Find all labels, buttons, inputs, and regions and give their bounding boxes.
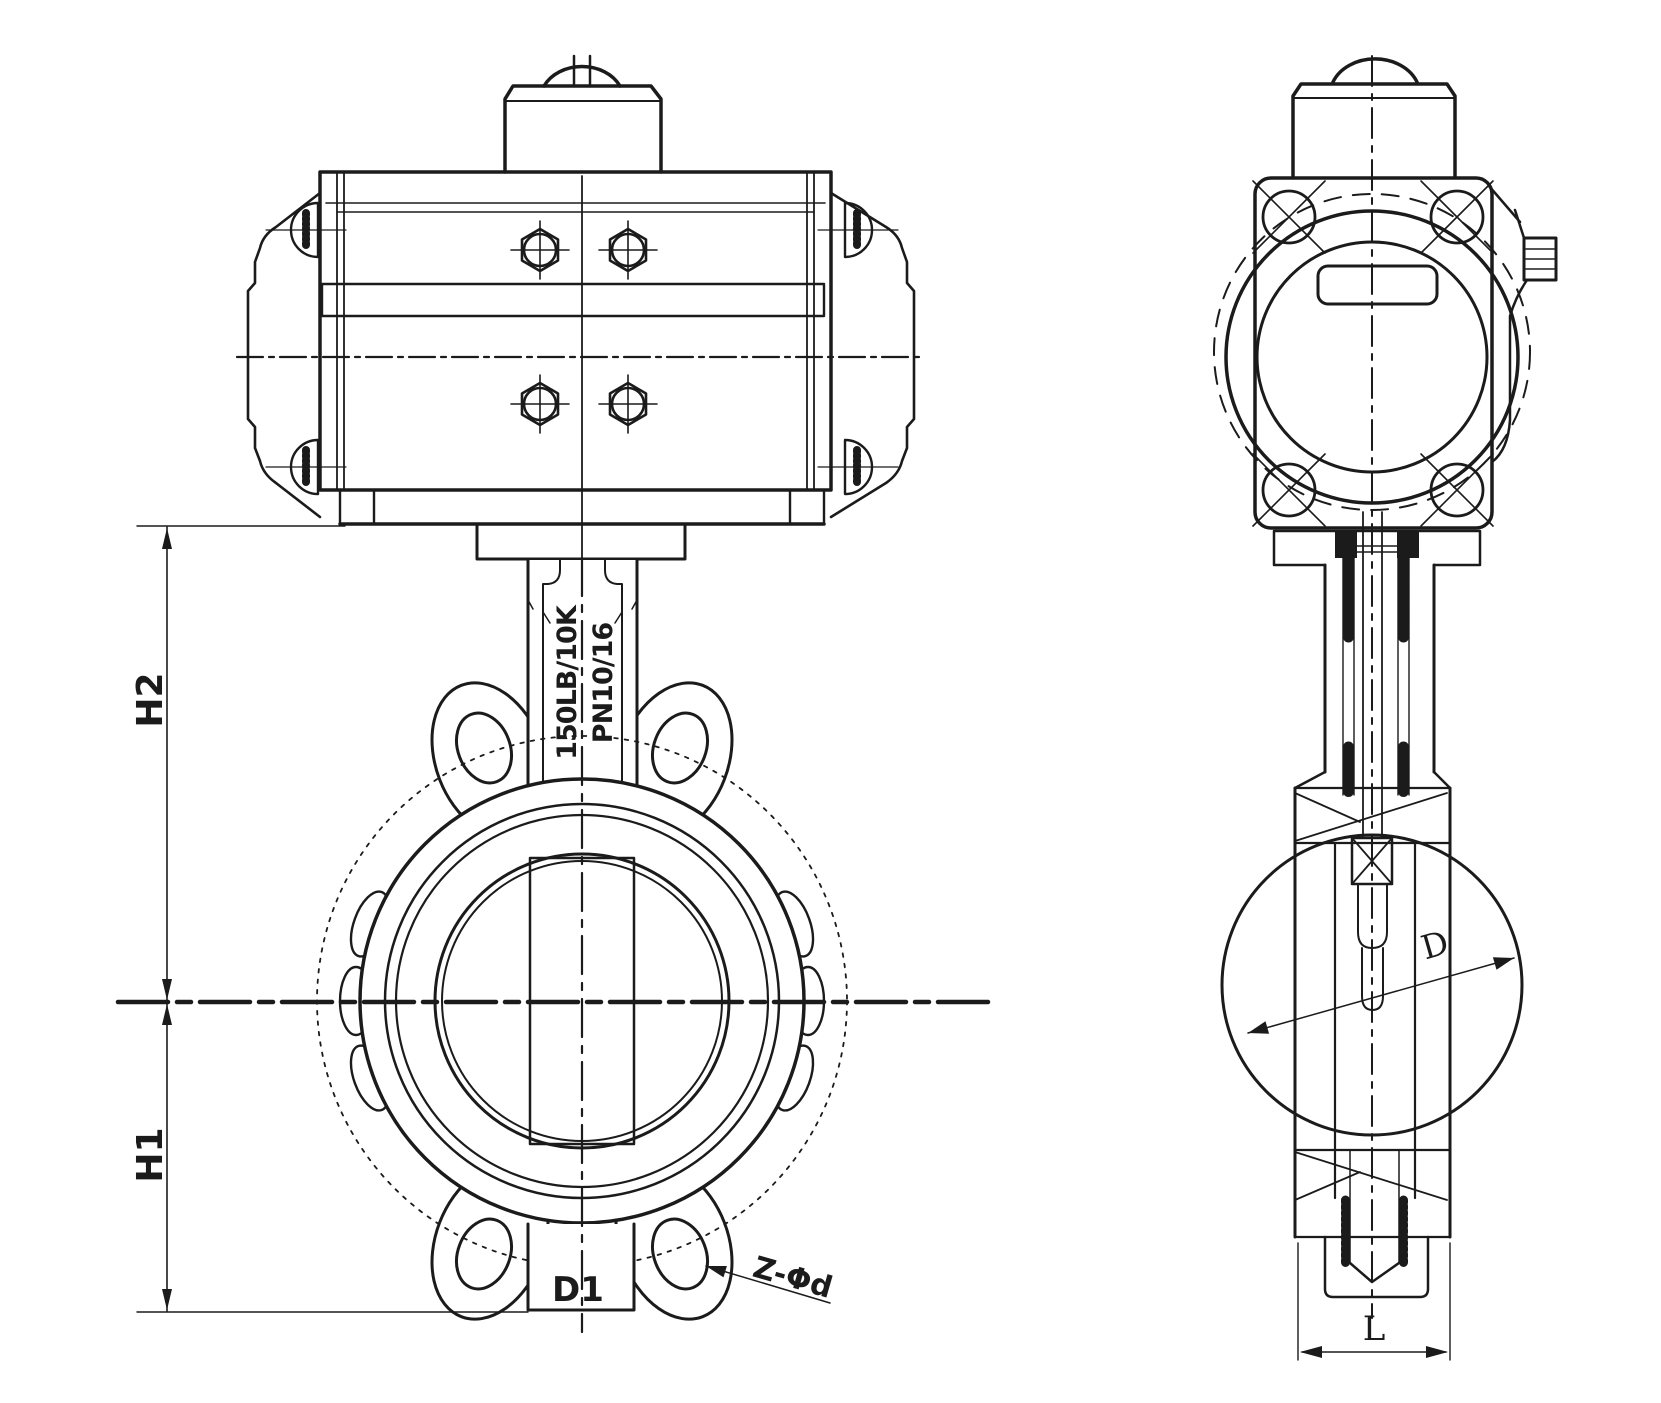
stem-end-threads — [1341, 1195, 1408, 1268]
dimension-label-d1: D1 — [552, 1270, 604, 1310]
actuator-left-end-cap — [246, 191, 322, 519]
actuator-dome-side — [1331, 57, 1419, 84]
actuator-top-cap-side — [1291, 82, 1457, 180]
position-indicator — [572, 54, 592, 86]
body-outer-walls — [1293, 786, 1452, 1239]
neck-marking-pressure-class: 150LB/10K — [552, 604, 583, 760]
extension-lines-l — [1297, 1242, 1451, 1361]
pneumatic-actuator-side — [1213, 57, 1558, 530]
dimension-arrowheads — [162, 528, 172, 1310]
end-cap-nut — [265, 201, 899, 496]
dimension-label-d: D — [1417, 923, 1453, 968]
bottom-cover — [1323, 1235, 1430, 1299]
tie-rod-section — [1342, 557, 1410, 796]
dimension-label-l: L — [1363, 1309, 1386, 1349]
packing-gland-right — [1397, 532, 1419, 558]
actuator-end-plate — [1253, 176, 1494, 530]
air-fitting — [1487, 184, 1558, 464]
actuator-top-cap — [503, 84, 663, 174]
actuator-right-end-cap — [829, 191, 916, 519]
neck-walls — [1323, 563, 1436, 774]
actuator-body — [318, 170, 833, 492]
end-plate-screw — [1252, 180, 1494, 527]
actuator-dome — [542, 64, 622, 88]
pneumatic-actuator-front — [246, 54, 916, 561]
dimension-line-d — [1247, 957, 1515, 1034]
body-inner-walls — [1333, 841, 1417, 1200]
tie-rod-lines — [336, 171, 815, 491]
side-view — [1213, 55, 1558, 1361]
dimensions-side — [1247, 957, 1515, 1361]
dimension-label-z-phi-d: Z-Φd — [749, 1250, 836, 1306]
valve-body-side — [1220, 786, 1524, 1299]
dimensions-front — [136, 525, 831, 1313]
stem-point — [1348, 1261, 1401, 1284]
lug-bolt-hole — [455, 711, 709, 1291]
chamfer-lines-top — [1294, 792, 1448, 842]
neck-top-flange — [1272, 529, 1482, 567]
piston-band — [320, 282, 826, 318]
dimension-label-h2: H2 — [130, 672, 171, 727]
valve-neck-side — [1272, 511, 1482, 839]
packing-gland-left — [1335, 532, 1357, 558]
stem-lines — [1362, 511, 1383, 839]
leader-line-z-phi-d — [705, 1265, 831, 1304]
centerlines-front — [115, 175, 991, 1334]
hex-bolt — [510, 220, 658, 434]
front-view — [115, 54, 991, 1334]
neck-marking-pn-rating: PN10/16 — [588, 623, 619, 744]
dimension-label-h1: H1 — [130, 1127, 171, 1182]
thread-hatch — [1343, 552, 1409, 801]
nameplate-slot — [1316, 264, 1439, 306]
iso-mounting-pad — [475, 522, 687, 561]
mounting-feet — [338, 488, 826, 526]
